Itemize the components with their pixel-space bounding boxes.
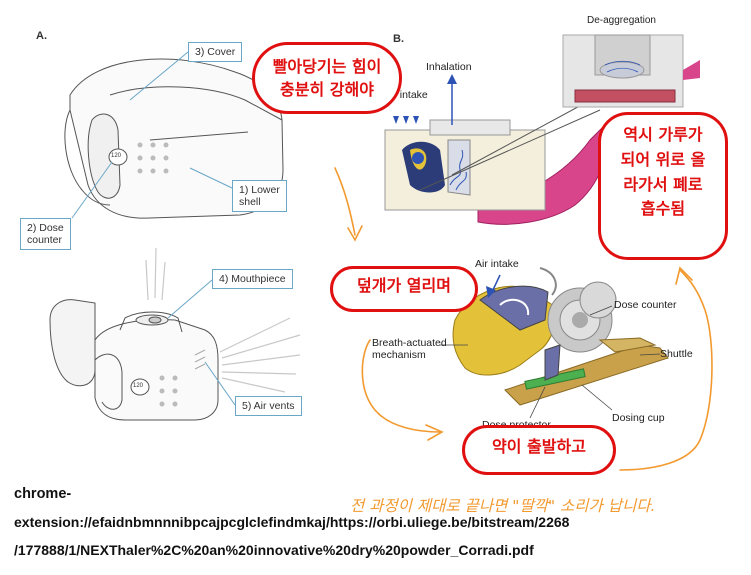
label-dose-counter: Dose counter xyxy=(614,299,677,311)
callout-lower-shell-line1: 1) Lower xyxy=(239,184,280,196)
dose-counter-window-top xyxy=(108,148,128,166)
label-air-intake-bottom: Air intake xyxy=(475,258,519,270)
de-aggregation-inset xyxy=(562,34,700,108)
inhaler-open-drawing xyxy=(49,299,219,421)
label-de-aggregation: De-aggregation xyxy=(587,15,656,26)
cross-section-top xyxy=(384,94,611,225)
label-breath-actuated-line1: Breath-actuated xyxy=(372,337,447,349)
click-sound-note: 전 과정이 제대로 끝나면 "딸깍" 소리가 납니다. xyxy=(350,497,656,515)
callout-dose-counter-line2: counter xyxy=(27,234,63,247)
note-powder-line2: 되어 위로 올 xyxy=(620,149,706,169)
url-line-2: extension://efaidnbmnnnibpcajpcglclefind… xyxy=(14,514,570,530)
note-powder-line1: 역시 가루가 xyxy=(623,125,703,144)
dose-counter-gears xyxy=(547,281,617,353)
callout-cover: 3) Cover xyxy=(188,42,243,63)
counter-value-top: 120 xyxy=(111,153,122,159)
label-shuttle: Shuttle xyxy=(660,348,693,360)
note-suction-line2: 충분히 강해야 xyxy=(280,80,374,100)
label-breath-actuated-line2: mechanism xyxy=(372,349,426,362)
callout-lower-shell: 1) Lower shell xyxy=(232,180,287,213)
note-suction: 빨아당기는 힘이 충분히 강해야 xyxy=(252,42,402,114)
note-powder-line3: 라가서 폐로 xyxy=(623,174,703,194)
dose-counter-window-bottom xyxy=(130,378,150,396)
orange-flow-arrows xyxy=(334,167,713,471)
note-powder-line4: 흡수됨 xyxy=(640,199,686,219)
callout-dose-counter: 2) Dose counter xyxy=(20,218,71,251)
note-medicine-starts: 약이 출발하고 xyxy=(462,425,616,475)
note-powder: 역시 가루가 되어 위로 올 라가서 폐로 흡수됨 xyxy=(598,112,728,260)
mechanism-drawing xyxy=(452,267,669,406)
counter-value-bottom: 120 xyxy=(133,383,144,389)
url-line-1: chrome- xyxy=(14,486,72,502)
note-lid-opens: 덮개가 열리며 xyxy=(330,266,478,312)
callout-mouthpiece: 4) Mouthpiece xyxy=(212,269,293,290)
label-inhalation: Inhalation xyxy=(426,61,472,73)
callout-dose-counter-line1: 2) Dose xyxy=(27,222,64,234)
panel-label-b: B. xyxy=(393,33,404,45)
callout-air-vents: 5) Air vents xyxy=(235,396,302,417)
panel-label-a: A. xyxy=(36,30,47,42)
shuttle-bar xyxy=(504,344,669,406)
note-suction-line1: 빨아당기는 힘이 xyxy=(272,57,382,76)
url-line-3: /177888/1/NEXThaler%2C%20an%20innovative… xyxy=(14,542,534,558)
callout-lower-shell-line2: shell xyxy=(239,196,261,209)
inhaler-closed-drawing xyxy=(64,58,284,219)
label-dosing-cup: Dosing cup xyxy=(612,412,665,424)
label-breath-actuated: Breath-actuated mechanism xyxy=(372,337,447,361)
